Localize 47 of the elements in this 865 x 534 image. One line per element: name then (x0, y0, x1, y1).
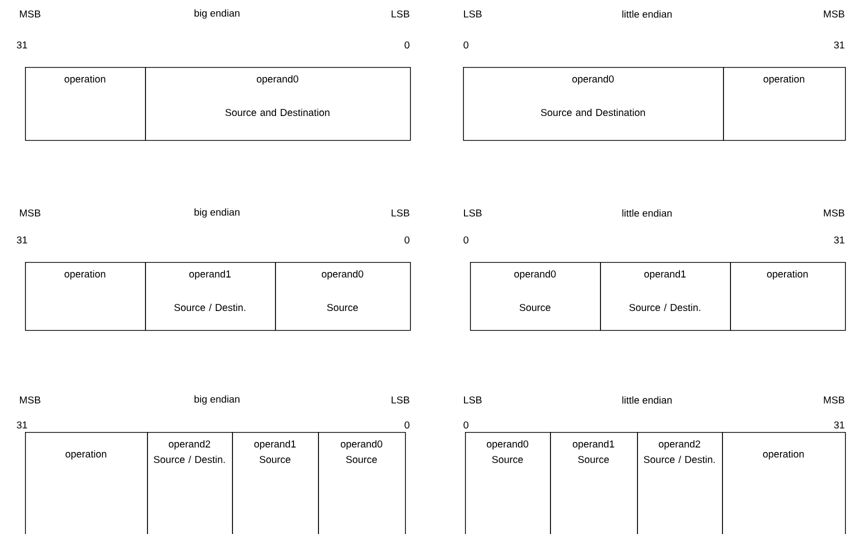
bit-number: 31 (834, 41, 844, 49)
cell: operand0 Source and Destination (463, 67, 724, 141)
cell: operand0 Source and Destination (145, 67, 411, 141)
cell: operation (730, 262, 846, 331)
cell: operand0 Source (465, 432, 551, 534)
cell: operation (25, 432, 148, 534)
cell: operand0 Source (318, 432, 406, 534)
scale-label: LSB (464, 10, 482, 18)
cell: operand2 Source / Destin. (147, 432, 233, 534)
scale-label: MSB (20, 396, 40, 404)
cell: operand0 Source (275, 262, 411, 331)
bit-number: 0 (404, 421, 410, 429)
scale-label: LSB (392, 10, 410, 18)
scale-label: LSB (464, 396, 482, 404)
bit-number: 31 (16, 236, 28, 244)
cell: operation (25, 262, 146, 331)
cell: operation (722, 432, 846, 534)
scale-label: big endian (194, 208, 240, 218)
cell: operation (25, 67, 146, 141)
bit-number: 31 (834, 236, 844, 244)
cell: operand1 Source / Destin. (145, 262, 276, 331)
bit-number: 0 (404, 41, 410, 49)
scale-label: little endian (622, 396, 672, 404)
cell: operand0 Source (470, 262, 601, 331)
scale-label: little endian (622, 209, 672, 217)
scale-label: MSB (824, 209, 844, 217)
cell: operand2 Source / Destin. (637, 432, 723, 534)
scale-label: LSB (392, 209, 410, 217)
bit-number: 31 (16, 421, 28, 429)
scale-label: LSB (392, 396, 410, 404)
scale-label: LSB (464, 209, 482, 217)
cell: operand1 Source (232, 432, 319, 534)
scale-label: MSB (824, 396, 844, 404)
bit-number: 0 (464, 236, 468, 244)
bit-number: 31 (16, 41, 28, 49)
cell: operand1 Source / Destin. (600, 262, 731, 331)
cell: operation (723, 67, 846, 141)
scale-label: little endian (622, 10, 672, 18)
bit-number: 0 (464, 421, 468, 429)
scale-label: big endian (194, 9, 240, 19)
bit-number: 0 (464, 41, 468, 49)
cell: operand1 Source (550, 432, 638, 534)
bit-number: 0 (404, 236, 410, 244)
scale-label: MSB (824, 10, 844, 18)
scale-label: MSB (20, 209, 40, 217)
scale-label: big endian (194, 395, 240, 405)
scale-label: MSB (20, 10, 40, 18)
